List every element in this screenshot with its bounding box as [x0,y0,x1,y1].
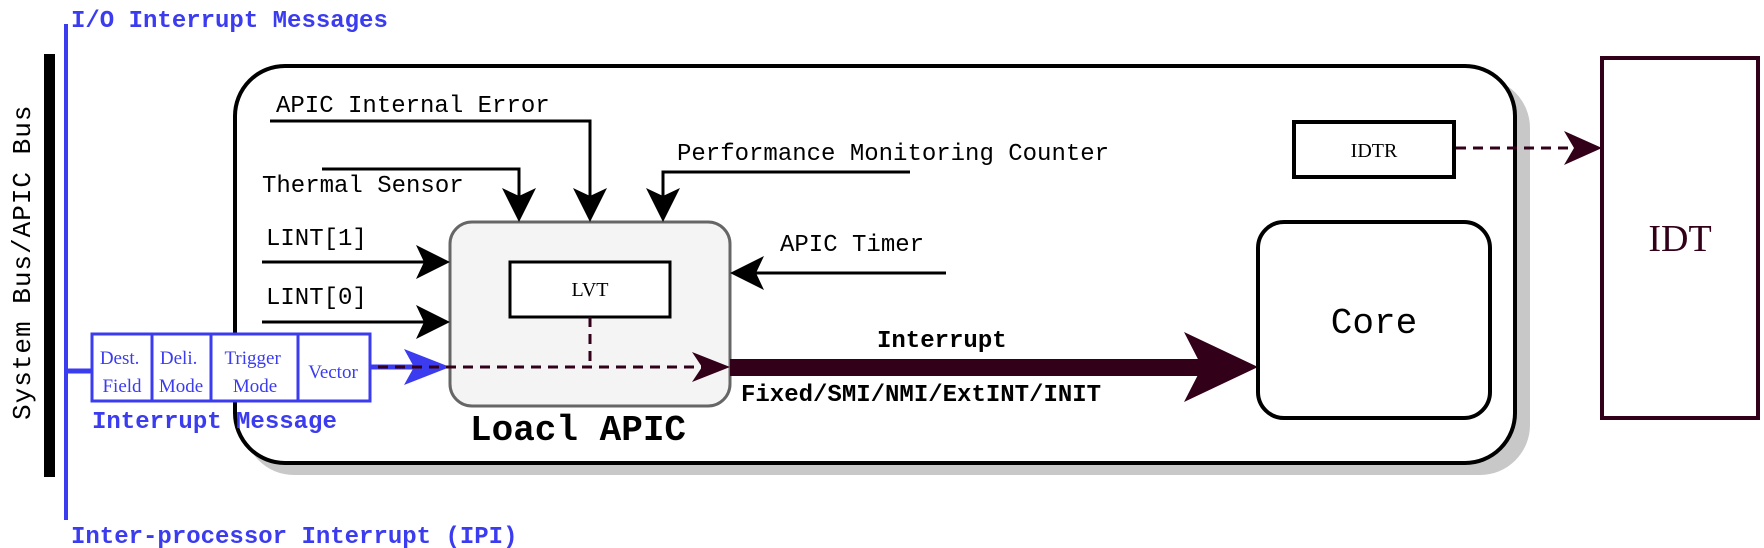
ipi-label: Inter-processor Interrupt (IPI) [71,524,517,548]
interrupt-label: Interrupt [877,328,1007,355]
idtr-label: IDTR [1351,140,1398,162]
vector-dashed-arrow-head [692,352,730,382]
field-dest: Dest. Field [100,348,144,397]
interrupt-arrow-shaft [730,359,1204,376]
idt-label: IDT [1648,218,1711,260]
local-apic-label: Loacl APIC [470,410,686,451]
idtr-box [1292,120,1456,179]
interrupt-types-label: Fixed/SMI/NMI/ExtINT/INIT [741,382,1101,409]
io-interrupt-messages-label: I/O Interrupt Messages [71,8,388,35]
lint0-label: LINT[0] [266,285,367,312]
apic-internal-error-label: APIC Internal Error [276,93,550,120]
idt-box [1600,56,1760,420]
lint1-label: LINT[1] [266,226,367,253]
idtr-arrow-head [1564,131,1602,165]
interrupt-message-label: Interrupt Message [92,409,337,436]
lvt-box [508,260,672,319]
lint0-arrow [416,305,450,339]
message-arrow-head [404,349,450,385]
thermal-sensor-arrow [502,188,536,222]
field-delivery-mode: Deli. Mode [159,348,203,397]
thermal-sensor-line [322,167,521,196]
thermal-sensor-label: Thermal Sensor [262,173,464,200]
apic-internal-error-arrow [573,188,607,222]
field-vector: Vector [308,362,358,383]
core-box [1256,220,1492,420]
lint1-arrow [416,245,450,279]
system-bus-bar [44,54,55,477]
lvt-label: LVT [571,279,608,301]
core-label: Core [1331,303,1417,344]
interrupt-arrow-head [1184,332,1258,402]
apic-timer-arrow [730,256,764,290]
apic-timer-label: APIC Timer [780,232,924,259]
system-bus-label: System Bus/APIC Bus [8,105,38,420]
performance-counter-arrow [646,188,680,222]
performance-counter-label: Performance Monitoring Counter [677,141,1109,168]
apic-internal-error-line [270,119,592,196]
performance-counter-line [661,170,910,196]
field-trigger-mode: Trigger Mode [224,348,285,397]
